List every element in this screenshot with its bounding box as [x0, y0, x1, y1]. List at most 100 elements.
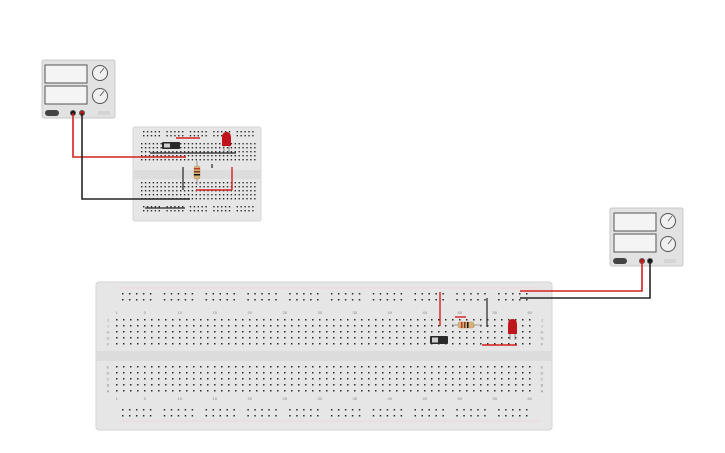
breadboard-hole[interactable] [340, 337, 342, 339]
breadboard-hole[interactable] [242, 151, 244, 153]
breadboard-hole[interactable] [344, 299, 347, 301]
breadboard-hole[interactable] [326, 343, 328, 345]
breadboard-hole[interactable] [193, 319, 195, 321]
breadboard-hole[interactable] [177, 299, 180, 301]
breadboard-hole[interactable] [340, 343, 342, 345]
breadboard-hole[interactable] [319, 331, 321, 333]
breadboard-hole[interactable] [463, 409, 465, 411]
large-breadboard-components[interactable] [430, 319, 517, 344]
breadboard-hole[interactable] [379, 293, 382, 295]
breadboard-hole[interactable] [130, 325, 132, 327]
breadboard-hole[interactable] [228, 372, 230, 374]
breadboard-hole[interactable] [246, 182, 248, 184]
breadboard-hole[interactable] [275, 409, 277, 411]
breadboard-hole[interactable] [130, 319, 132, 321]
breadboard-hole[interactable] [291, 319, 293, 321]
breadboard-hole[interactable] [400, 299, 403, 301]
breadboard-hole[interactable] [270, 390, 272, 392]
breadboard-hole[interactable] [187, 186, 190, 188]
breadboard-hole[interactable] [211, 182, 213, 184]
breadboard-hole[interactable] [375, 384, 377, 386]
breadboard-hole[interactable] [172, 155, 174, 157]
breadboard-hole[interactable] [400, 415, 403, 417]
breadboard-hole[interactable] [291, 343, 293, 345]
breadboard-hole[interactable] [242, 143, 244, 145]
breadboard-hole[interactable] [207, 186, 209, 188]
breadboard-hole[interactable] [505, 293, 507, 295]
breadboard-hole[interactable] [319, 366, 321, 368]
breadboard-hole[interactable] [466, 366, 468, 368]
breadboard-hole[interactable] [477, 409, 479, 411]
breadboard-hole[interactable] [135, 409, 138, 411]
breadboard-hole[interactable] [211, 159, 213, 161]
breadboard-hole[interactable] [340, 331, 342, 333]
breadboard-hole[interactable] [519, 293, 521, 295]
breadboard-hole[interactable] [410, 343, 412, 345]
breadboard-hole[interactable] [144, 331, 146, 333]
breadboard-hole[interactable] [213, 210, 215, 212]
breadboard-hole[interactable] [368, 331, 370, 333]
breadboard-hole[interactable] [256, 366, 258, 368]
breadboard-hole[interactable] [219, 182, 221, 184]
breadboard-hole[interactable] [463, 293, 465, 295]
breadboard-hole[interactable] [186, 378, 188, 380]
breadboard-hole[interactable] [150, 131, 153, 133]
slide-switch-icon[interactable] [430, 336, 448, 344]
breadboard-hole[interactable] [452, 372, 454, 374]
breadboard-hole[interactable] [354, 378, 356, 380]
breadboard-hole[interactable] [164, 155, 166, 157]
breadboard-hole[interactable] [246, 159, 248, 161]
breadboard-hole[interactable] [340, 325, 342, 327]
breadboard-hole[interactable] [396, 378, 398, 380]
breadboard-hole[interactable] [184, 299, 187, 301]
breadboard-hole[interactable] [238, 151, 240, 153]
breadboard-hole[interactable] [249, 366, 251, 368]
breadboard-hole[interactable] [473, 384, 475, 386]
breadboard-hole[interactable] [123, 372, 125, 374]
breadboard-hole[interactable] [368, 384, 370, 386]
breadboard-hole[interactable] [191, 186, 194, 188]
breadboard-hole[interactable] [326, 384, 328, 386]
breadboard-hole[interactable] [193, 384, 195, 386]
breadboard-hole[interactable] [178, 210, 180, 212]
breadboard-hole[interactable] [137, 343, 139, 345]
breadboard-hole[interactable] [151, 372, 153, 374]
breadboard-hole[interactable] [234, 151, 236, 153]
breadboard-hole[interactable] [529, 337, 531, 339]
breadboard-hole[interactable] [193, 135, 196, 137]
breadboard-hole[interactable] [456, 415, 458, 417]
breadboard-hole[interactable] [361, 378, 363, 380]
breadboard-hole[interactable] [235, 325, 237, 327]
breadboard-hole[interactable] [296, 293, 298, 295]
breadboard-hole[interactable] [375, 337, 377, 339]
breadboard-hole[interactable] [148, 147, 151, 149]
breadboard-hole[interactable] [501, 319, 503, 321]
breadboard-hole[interactable] [347, 325, 349, 327]
breadboard-hole[interactable] [183, 159, 186, 161]
breadboard-hole[interactable] [250, 151, 252, 153]
breadboard-hole[interactable] [268, 299, 270, 301]
breadboard-hole[interactable] [156, 155, 158, 157]
breadboard-hole[interactable] [158, 343, 160, 345]
breadboard-hole[interactable] [144, 186, 147, 188]
breadboard-hole[interactable] [183, 182, 186, 184]
breadboard-hole[interactable] [337, 293, 340, 295]
breadboard-hole[interactable] [222, 155, 225, 157]
breadboard-hole[interactable] [445, 384, 447, 386]
breadboard-hole[interactable] [305, 384, 307, 386]
breadboard-hole[interactable] [156, 159, 158, 161]
breadboard-hole[interactable] [226, 159, 229, 161]
breadboard-hole[interactable] [487, 390, 489, 392]
breadboard-hole[interactable] [203, 151, 205, 153]
breadboard-hole[interactable] [234, 182, 236, 184]
breadboard-hole[interactable] [238, 194, 240, 196]
breadboard-hole[interactable] [250, 190, 252, 192]
breadboard-hole[interactable] [277, 366, 279, 368]
breadboard-hole[interactable] [410, 372, 412, 374]
breadboard-hole[interactable] [389, 384, 391, 386]
breadboard-hole[interactable] [148, 194, 151, 196]
breadboard-hole[interactable] [217, 131, 219, 133]
breadboard-hole[interactable] [250, 147, 252, 149]
breadboard-hole[interactable] [333, 319, 335, 321]
breadboard-hole[interactable] [207, 151, 209, 153]
